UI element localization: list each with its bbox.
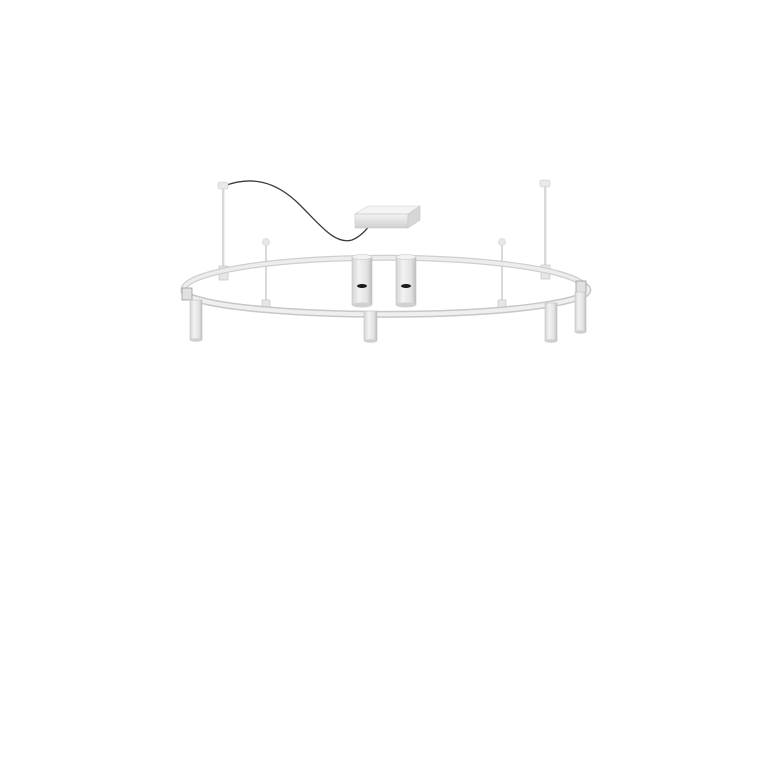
suspension-rod-right-short xyxy=(497,238,507,313)
spotlight-center-left xyxy=(351,254,373,308)
spotlight-front-left xyxy=(189,299,203,342)
suspension-rod-left-tall xyxy=(217,181,229,281)
driver-box xyxy=(353,205,421,229)
suspension-rod-left-short xyxy=(261,238,271,313)
spotlight-center-right xyxy=(395,254,417,308)
spotlight-front-center xyxy=(363,310,378,343)
spotlight-right-end xyxy=(574,291,587,334)
ring-track xyxy=(180,254,592,318)
spotlight-front-right xyxy=(544,302,558,343)
power-cable xyxy=(223,180,373,242)
suspension-rod-right-tall xyxy=(539,179,551,280)
